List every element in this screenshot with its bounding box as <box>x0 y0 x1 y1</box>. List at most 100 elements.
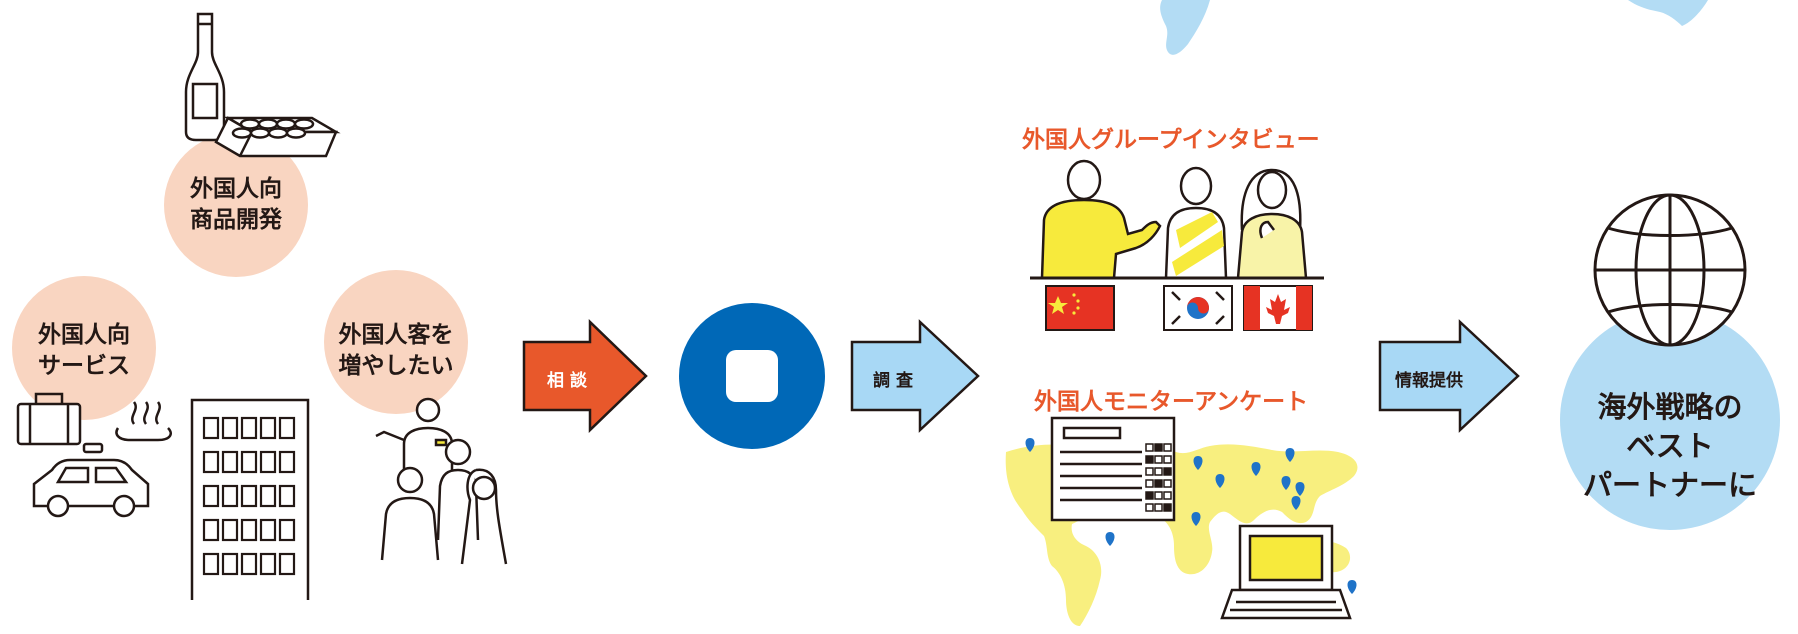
questionnaire-checkbox <box>1145 443 1154 452</box>
map-pin-icon <box>1191 512 1201 526</box>
hotel-window <box>240 450 258 474</box>
questionnaire-checkbox <box>1163 443 1172 452</box>
questionnaire-checkbox <box>1163 455 1172 464</box>
questionnaire-checkbox <box>1154 503 1163 512</box>
arrow-research <box>850 319 980 433</box>
hotel-window <box>202 450 220 474</box>
hotel-window <box>240 518 258 542</box>
questionnaire-checkbox <box>1145 455 1154 464</box>
hotel-window <box>202 518 220 542</box>
decor-splash-2 <box>1628 0 1708 26</box>
hotel-window <box>221 416 239 440</box>
circle-product-development <box>164 133 308 277</box>
service-line2: サービス <box>38 353 130 380</box>
tourists-icon <box>380 438 508 565</box>
map-pin-icon <box>1251 462 1261 476</box>
man-interviewer-icon <box>1040 159 1162 280</box>
taxi-icon <box>32 442 150 518</box>
info-label: 情報提供 <box>1395 371 1463 391</box>
hotel-window <box>278 484 296 508</box>
questionnaire-checkbox <box>1145 467 1154 476</box>
questionnaire-checkbox <box>1145 479 1154 488</box>
goal-line1: 海外戦略の <box>1597 390 1743 424</box>
hotel-window <box>259 518 277 542</box>
arrow-info <box>1378 319 1520 433</box>
circle-service <box>12 276 156 420</box>
sake-bottle-icon <box>184 12 226 142</box>
hotel-window <box>259 484 277 508</box>
questionnaire-checkbox <box>1154 467 1163 476</box>
service-label: 外国人向 サービス <box>24 320 144 382</box>
service-line1: 外国人向 <box>38 322 130 348</box>
sweets-box-icon <box>214 116 341 158</box>
woman-participant-2-icon <box>1236 168 1308 280</box>
korea-flag-icon <box>1163 285 1233 331</box>
map-pins <box>1025 438 1357 594</box>
map-pin-icon <box>1215 474 1225 488</box>
customer-line2: 増やしたい <box>338 353 454 380</box>
hotel-window <box>221 450 239 474</box>
questionnaire-checkbox <box>1163 467 1172 476</box>
map-pin-icon <box>1291 496 1301 510</box>
questionnaire-checkbox <box>1154 455 1163 464</box>
hotel-window <box>240 484 258 508</box>
hotel-window <box>240 416 258 440</box>
map-pin-icon <box>1347 580 1357 594</box>
hotel-window <box>202 552 220 576</box>
questionnaire-checkbox <box>1154 443 1163 452</box>
goal-circle <box>1560 310 1780 530</box>
hotel-window <box>259 450 277 474</box>
company-logo-square <box>726 350 778 402</box>
china-flag-icon <box>1045 285 1115 331</box>
questionnaire-checkbox <box>1145 491 1154 500</box>
questionnaire-checkbox <box>1163 503 1172 512</box>
product-development-line1: 外国人向 <box>190 176 282 202</box>
hot-spring-icon <box>115 401 172 442</box>
circle-customer <box>324 270 468 414</box>
canada-flag-icon <box>1243 285 1313 331</box>
questionnaire-checkbox <box>1154 491 1163 500</box>
questionnaire-checkboxes <box>1145 443 1172 512</box>
goal-line2: ベスト <box>1626 429 1714 464</box>
questionnaire-checkbox <box>1163 491 1172 500</box>
research-label: 調 査 <box>873 371 913 391</box>
consult-label: 相 談 <box>547 371 587 391</box>
questionnaire-checkbox <box>1163 479 1172 488</box>
hotel-window <box>221 518 239 542</box>
questionnaire-checkbox <box>1154 479 1163 488</box>
hotel-windows <box>202 416 296 576</box>
goal-label: 海外戦略の ベスト パートナーに <box>1560 388 1780 505</box>
tour-guide-icon <box>375 397 454 470</box>
hotel-building-icon <box>190 398 310 600</box>
hotel-window <box>202 416 220 440</box>
product-development-line2: 商品開発 <box>190 207 282 234</box>
globe-icon <box>1593 193 1747 347</box>
map-pin-icon <box>1281 476 1291 490</box>
hotel-window <box>278 416 296 440</box>
hotel-window <box>240 552 258 576</box>
laptop-icon <box>1220 524 1352 620</box>
map-pin-icon <box>1295 482 1305 496</box>
hotel-window <box>221 552 239 576</box>
hotel-window <box>278 450 296 474</box>
map-pin-icon <box>1025 438 1035 452</box>
map-pin-icon <box>1105 532 1115 546</box>
product-development-label: 外国人向 商品開発 <box>176 174 296 236</box>
suitcase-icon <box>16 392 82 446</box>
customer-label: 外国人客を 増やしたい <box>328 320 464 382</box>
map-pin-icon <box>1193 456 1203 470</box>
hotel-window <box>259 416 277 440</box>
goal-line3: パートナーに <box>1582 468 1757 503</box>
woman-participant-icon <box>1164 166 1228 280</box>
monitor-survey-title: 外国人モニターアンケート <box>1034 389 1309 415</box>
questionnaire-checkbox <box>1145 503 1154 512</box>
hotel-window <box>202 484 220 508</box>
hotel-window <box>221 484 239 508</box>
map-pin-icon <box>1285 448 1295 462</box>
hotel-window <box>278 552 296 576</box>
hotel-window <box>278 518 296 542</box>
hotel-window <box>259 552 277 576</box>
group-interview-title: 外国人グループインタビュー <box>1022 127 1320 153</box>
